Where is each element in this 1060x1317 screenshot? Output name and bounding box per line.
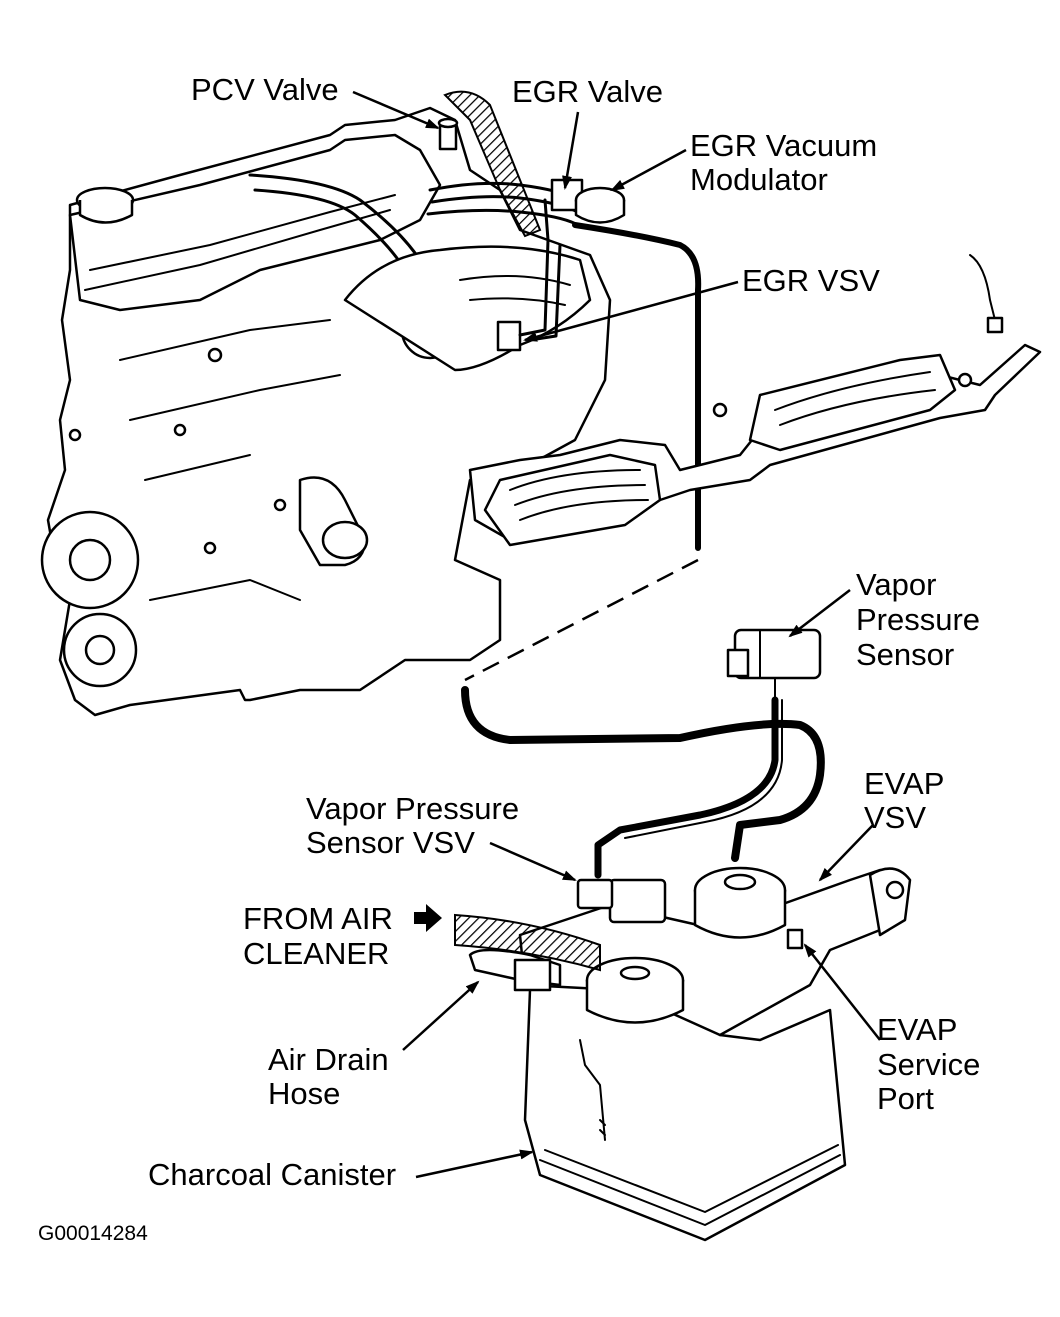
label-from-air-cleaner-line2: CLEANER <box>243 936 390 971</box>
label-pcv-valve: PCV Valve <box>191 72 339 107</box>
label-vapor-pressure-sensor-line2: Pressure <box>856 602 981 637</box>
label-evap-service-port-line2: Service <box>877 1047 981 1082</box>
label-egr-vsv: EGR VSV <box>742 263 880 298</box>
engine-block <box>40 90 612 717</box>
label-evap-vsv-line2: VSV <box>864 800 927 835</box>
label-evap-vsv-line1: EVAP <box>864 766 945 801</box>
label-evap-service-port-line1: EVAP <box>877 1012 958 1047</box>
exhaust-system <box>468 254 1042 547</box>
label-vapor-pressure-sensor-line3: Sensor <box>856 637 955 672</box>
leader-lines <box>352 90 881 1179</box>
label-vapor-pressure-sensor-line1: Vapor <box>856 567 937 602</box>
label-vapor-pressure-sensor-vsv-line2: Sensor VSV <box>306 825 475 860</box>
label-from-air-cleaner-line1: FROM AIR <box>243 901 393 936</box>
label-vapor-pressure-sensor-vsv-line1: Vapor Pressure <box>306 791 520 826</box>
air-flow-arrow <box>414 904 442 932</box>
label-egr-valve: EGR Valve <box>512 74 664 109</box>
label-egr-vacuum-modulator-line2: Modulator <box>690 162 828 197</box>
figure-code: G00014284 <box>38 1222 148 1245</box>
label-air-drain-hose-line2: Hose <box>268 1076 341 1111</box>
evap-system <box>454 628 912 1242</box>
label-charcoal-canister: Charcoal Canister <box>148 1157 397 1192</box>
label-air-drain-hose-line1: Air Drain <box>268 1042 389 1077</box>
label-evap-service-port-line3: Port <box>877 1081 934 1116</box>
dashed-hose-connector <box>464 558 699 682</box>
label-egr-vacuum-modulator-line1: EGR Vacuum <box>690 128 878 163</box>
